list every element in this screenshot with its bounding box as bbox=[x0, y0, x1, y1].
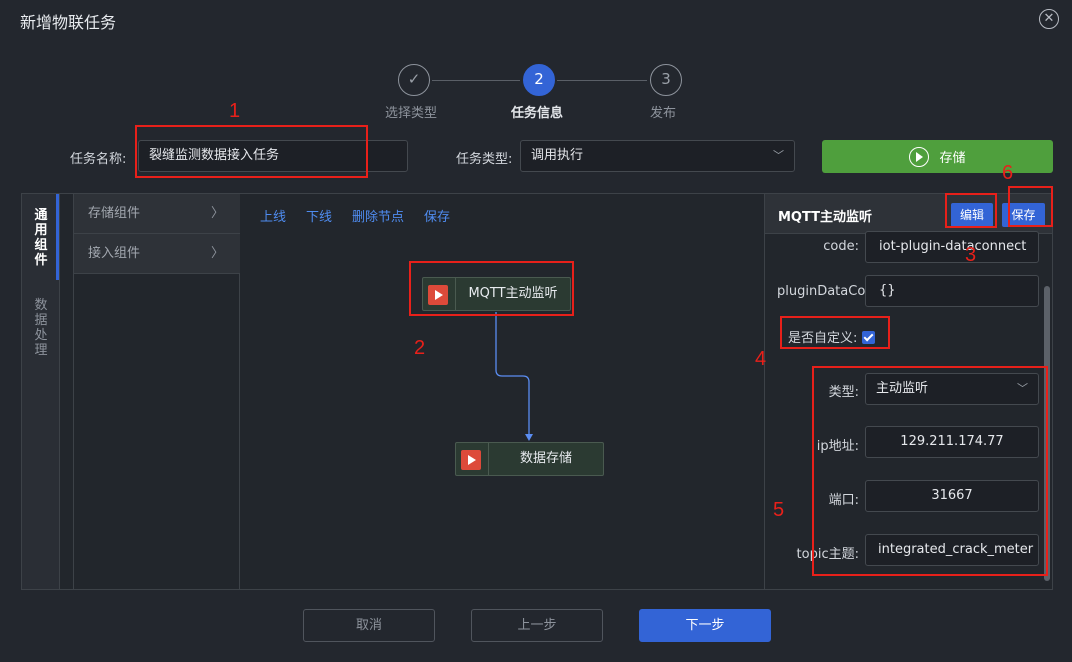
plugin-data-input[interactable]: {} bbox=[865, 275, 1039, 307]
component-access[interactable]: 接入组件 〉 bbox=[74, 234, 240, 274]
delete-node-button[interactable]: 删除节点 bbox=[352, 210, 405, 225]
custom-label: 是否自定义: bbox=[788, 331, 858, 346]
annotation-box-4 bbox=[780, 316, 890, 349]
annotation-box-3 bbox=[945, 193, 997, 228]
offline-button[interactable]: 下线 bbox=[306, 210, 333, 225]
annotation-number-3: 3 bbox=[965, 244, 977, 266]
close-icon[interactable]: ✕ bbox=[1039, 9, 1059, 29]
step-3-circle: 3 bbox=[650, 64, 682, 96]
node-mqtt[interactable]: MQTT主动监听 bbox=[422, 277, 571, 311]
node-connector bbox=[495, 312, 533, 441]
component-list: 存储组件 〉 接入组件 〉 bbox=[73, 194, 240, 589]
component-storage-label: 存储组件 bbox=[88, 206, 141, 221]
step-1-check-icon: ✓ bbox=[398, 64, 430, 96]
tab-active-indicator bbox=[56, 194, 59, 280]
task-type-label: 任务类型: bbox=[456, 152, 513, 167]
task-type-select[interactable]: 调用执行 ﹀ bbox=[520, 140, 795, 172]
step-connector bbox=[557, 80, 647, 81]
prev-step-button[interactable]: 上一步 bbox=[471, 609, 603, 642]
node-data-storage[interactable]: 数据存储 bbox=[455, 442, 604, 476]
chevron-right-icon: 〉 bbox=[210, 246, 224, 261]
task-name-input[interactable]: 裂缝监测数据接入任务 bbox=[138, 140, 408, 172]
code-input[interactable]: iot-plugin-dataconnect bbox=[865, 231, 1039, 263]
ip-input[interactable]: 129.211.174.77 bbox=[865, 426, 1039, 458]
edit-button[interactable]: 编辑 bbox=[951, 203, 993, 227]
config-header: MQTT主动监听 编辑 保存 bbox=[765, 194, 1052, 234]
annotation-box-1 bbox=[135, 125, 368, 178]
cancel-button[interactable]: 取消 bbox=[303, 609, 435, 642]
play-circle-icon bbox=[909, 146, 930, 167]
annotation-box-6 bbox=[1008, 186, 1053, 227]
task-type-value: 调用执行 bbox=[531, 148, 584, 163]
task-name-label: 任务名称: bbox=[70, 152, 127, 167]
plugin-data-label: pluginDataCo bbox=[777, 284, 866, 299]
annotation-box-2 bbox=[409, 261, 574, 316]
dialog-title: 新增物联任务 bbox=[20, 13, 117, 32]
topic-input[interactable]: integrated_crack_meter bbox=[865, 534, 1039, 566]
store-button-label: 存储 bbox=[939, 151, 966, 166]
annotation-box-5 bbox=[812, 366, 1048, 576]
type-value: 主动监听 bbox=[876, 381, 929, 396]
type-label: 类型: bbox=[828, 385, 859, 400]
annotation-number-4: 4 bbox=[755, 348, 767, 370]
custom-checkbox[interactable] bbox=[861, 331, 875, 344]
step-connector bbox=[432, 80, 520, 81]
port-input[interactable]: 31667 bbox=[865, 480, 1039, 512]
next-step-button[interactable]: 下一步 bbox=[639, 609, 771, 642]
node-divider bbox=[488, 443, 489, 475]
type-select[interactable]: 主动监听 ﹀ bbox=[865, 373, 1039, 405]
port-label: 端口: bbox=[828, 493, 859, 508]
annotation-number-2: 2 bbox=[414, 337, 426, 359]
tab-data-processing[interactable]: 数据处理 bbox=[22, 298, 60, 358]
play-icon bbox=[428, 285, 448, 305]
annotation-number-1: 1 bbox=[229, 100, 241, 122]
step-2-circle: 2 bbox=[523, 64, 555, 96]
step-3-label: 发布 bbox=[649, 106, 676, 121]
side-tabs: 通用组件 数据处理 bbox=[22, 194, 60, 589]
chevron-right-icon: 〉 bbox=[210, 206, 224, 221]
custom-row: 是否自定义: bbox=[788, 327, 875, 346]
tab-common-components[interactable]: 通用组件 bbox=[22, 208, 60, 268]
step-2-label: 任务信息 bbox=[510, 106, 563, 121]
component-access-label: 接入组件 bbox=[88, 246, 141, 261]
canvas-save-button[interactable]: 保存 bbox=[424, 210, 451, 225]
online-button[interactable]: 上线 bbox=[260, 210, 287, 225]
config-title: MQTT主动监听 bbox=[778, 210, 873, 225]
play-icon bbox=[461, 450, 481, 470]
tab-processing-label: 数据处理 bbox=[34, 298, 48, 358]
ip-label: ip地址: bbox=[816, 439, 859, 454]
chevron-down-icon: ﹀ bbox=[773, 149, 784, 162]
annotation-number-5: 5 bbox=[773, 499, 785, 521]
node-divider bbox=[455, 278, 456, 310]
node-mqtt-label: MQTT主动监听 bbox=[468, 286, 558, 301]
chevron-down-icon: ﹀ bbox=[1017, 382, 1028, 395]
tab-common-label: 通用组件 bbox=[34, 208, 48, 268]
annotation-number-6: 6 bbox=[1002, 162, 1014, 184]
node-storage-label: 数据存储 bbox=[519, 451, 572, 466]
step-1-label: 选择类型 bbox=[384, 106, 437, 121]
component-storage[interactable]: 存储组件 〉 bbox=[74, 194, 240, 234]
code-label: code: bbox=[823, 239, 859, 254]
store-button[interactable]: 存储 bbox=[822, 140, 1053, 173]
